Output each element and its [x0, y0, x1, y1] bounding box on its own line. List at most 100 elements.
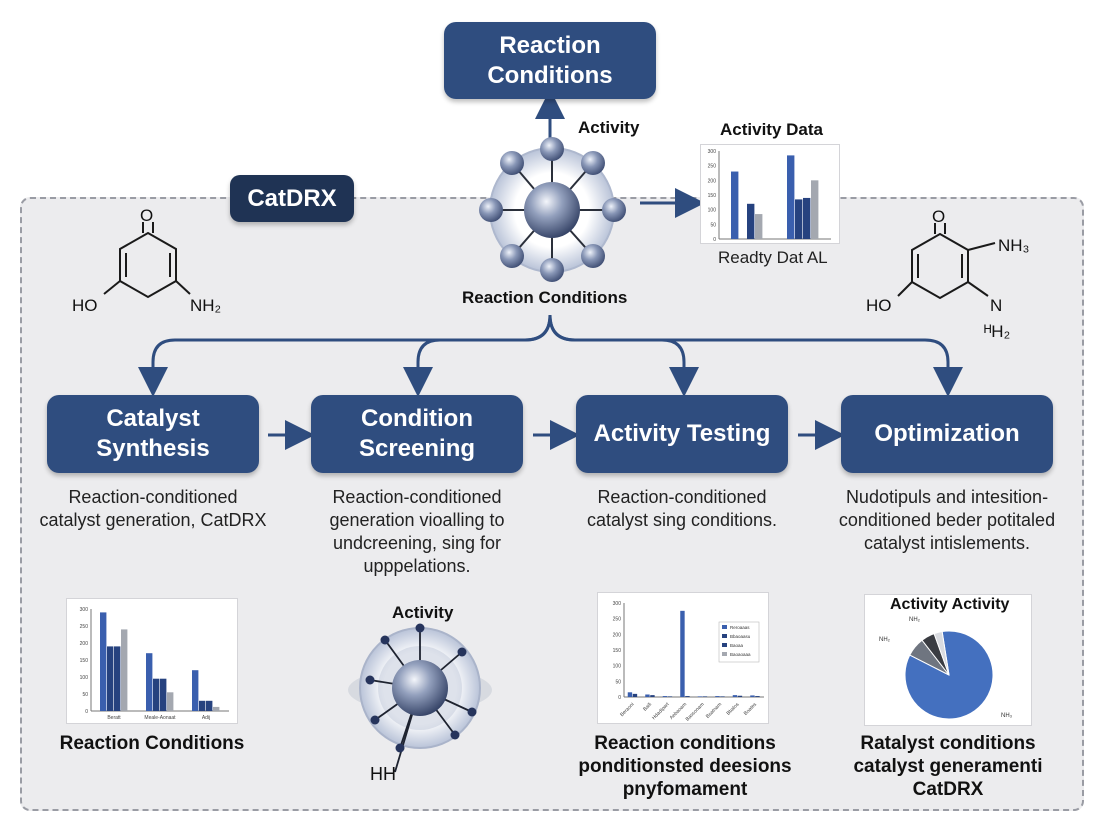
bar [650, 695, 655, 697]
right-molecule-h2: ᴴH₂ [984, 322, 1011, 341]
right-molecule-nh3: NH₃ [998, 236, 1030, 255]
right-molecule-structure [897, 223, 996, 300]
activity-data-caption: Readty Dat AL [718, 248, 828, 267]
panel4-title: Activity Activity [890, 596, 1010, 613]
x-tick-label: Hdadipart [651, 701, 671, 721]
bar [167, 692, 174, 711]
y-tick-label: 200 [613, 632, 622, 638]
y-tick-label: 100 [80, 675, 89, 681]
legend-entry: Baoaoaaa [730, 652, 751, 657]
hub-activity-label: Activity [578, 118, 640, 137]
x-tick-label: Bassonam [685, 702, 706, 723]
branch-connector-4 [548, 314, 963, 397]
panel1-caption: Reaction Conditions [59, 733, 245, 754]
step-1-description: Reaction-conditioned catalyst generation… [39, 487, 267, 530]
bar [755, 696, 760, 697]
bar [685, 696, 690, 697]
bar [662, 696, 668, 697]
step-4-description: Nudotipuls and intesition-conditioned be… [838, 487, 1056, 553]
y-tick-label: 0 [85, 709, 88, 715]
y-tick-label: 250 [613, 617, 622, 623]
bar [747, 203, 755, 239]
bar [731, 171, 739, 239]
y-tick-label: 300 [80, 607, 89, 613]
legend-swatch [722, 625, 727, 629]
bar [755, 214, 763, 239]
y-tick-label: 150 [708, 193, 717, 199]
bar [199, 700, 206, 711]
x-tick-label: Bbalos [726, 701, 741, 716]
bar [750, 695, 755, 697]
y-tick-label: 50 [710, 222, 716, 228]
y-tick-label: 300 [708, 149, 717, 155]
step-2-description: Reaction-conditioned generation vioallin… [329, 487, 505, 576]
left-molecule-nh2: NH₂ [190, 296, 222, 315]
pie-label: NH₂ [909, 617, 921, 623]
page-title: Reaction Conditions [444, 22, 656, 99]
y-tick-label: 300 [613, 601, 622, 607]
right-molecule-ho: HO [866, 296, 892, 315]
panel2-title: Activity [392, 603, 454, 622]
y-tick-label: 0 [618, 695, 621, 701]
y-tick-label: 100 [708, 208, 717, 214]
bar [787, 155, 795, 239]
branch-connector-3 [548, 314, 699, 397]
bar [720, 696, 725, 697]
activity-data-title: Activity Data [720, 120, 823, 139]
bar [114, 646, 121, 711]
bar [795, 199, 803, 239]
y-tick-label: 50 [82, 692, 88, 698]
bar [100, 612, 107, 711]
x-tick-label: Baili [642, 702, 653, 713]
bar [206, 700, 213, 711]
bar [645, 694, 650, 697]
bar [667, 696, 673, 697]
y-tick-label: 50 [615, 679, 621, 685]
pie-slice [933, 630, 950, 676]
legend-swatch [722, 634, 727, 638]
bar [192, 670, 199, 711]
y-tick-label: 150 [613, 648, 622, 654]
legend-swatch [722, 652, 727, 656]
left-molecule-o: O [140, 206, 154, 225]
bar [153, 678, 160, 711]
bar [680, 610, 685, 697]
y-tick-label: 250 [708, 164, 717, 170]
bar [803, 197, 811, 239]
bottom-catalyst-molecule [348, 623, 492, 773]
bar [121, 629, 128, 711]
x-tick-label: Beratt [107, 715, 121, 721]
y-tick-label: 200 [708, 178, 717, 184]
step-activity-testing: Activity Testing [576, 395, 788, 473]
bar [732, 695, 738, 697]
step-3-description: Reaction-conditioned catalyst sing condi… [586, 487, 778, 530]
bar [811, 180, 819, 239]
bar [715, 696, 720, 697]
x-tick-label: Boates [743, 701, 759, 717]
pie-label: NH₂ [879, 637, 891, 643]
right-molecule-n: N [990, 296, 1003, 315]
bar [146, 653, 153, 711]
left-molecule-ho: HO [72, 296, 98, 315]
bar [213, 706, 220, 711]
y-tick-label: 250 [80, 624, 89, 630]
legend-swatch [722, 643, 727, 647]
hub-reaction-conditions-label: Reaction Conditions [462, 288, 628, 307]
y-tick-label: 150 [80, 658, 89, 664]
bar [737, 695, 743, 697]
bar [702, 696, 708, 697]
branch-connector [138, 314, 552, 397]
catdrx-badge: CatDRX [230, 175, 354, 222]
left-molecule-structure [103, 222, 191, 299]
y-tick-label: 100 [613, 664, 622, 670]
branch-connector-2 [403, 314, 552, 397]
x-tick-label: Adij [202, 715, 210, 721]
